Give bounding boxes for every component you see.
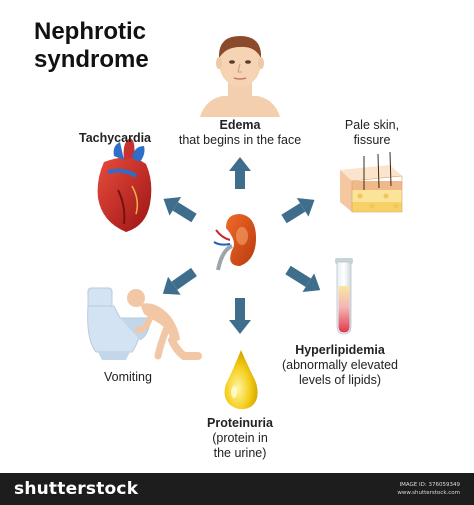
face-icon xyxy=(200,36,280,117)
edema-name: Edema xyxy=(219,118,261,132)
arrow-down xyxy=(229,298,251,334)
proteinuria-detail-1: (protein in xyxy=(212,431,268,445)
proteinuria-label: Proteinuria (protein in the urine) xyxy=(190,416,290,461)
hyperlipidemia-label: Hyperlipidemia (abnormally elevated leve… xyxy=(280,343,400,388)
diagram-canvas: Nephrotic syndrome xyxy=(34,18,412,461)
footer-image-id: IMAGE ID: 376059349 xyxy=(399,482,460,488)
pale-skin-line-2: fissure xyxy=(353,133,391,147)
title-line-2: syndrome xyxy=(34,46,149,73)
vomiting-name: Vomiting xyxy=(104,370,152,384)
arrows xyxy=(162,157,321,334)
arrow-up xyxy=(229,157,251,189)
vomiting-label: Vomiting xyxy=(88,370,168,385)
arrow-up-right xyxy=(281,198,315,224)
arrow-down-left xyxy=(162,267,197,295)
edema-label: Edema that begins in the face xyxy=(170,118,310,148)
test-tube-icon xyxy=(335,258,353,335)
tachycardia-label: Tachycardia xyxy=(60,131,170,146)
skin-layer-icon xyxy=(340,151,403,213)
proteinuria-detail-2: the urine) xyxy=(213,446,267,460)
hyperlipidemia-detail-1: (abnormally elevated xyxy=(281,358,399,372)
vomiting-person-icon xyxy=(87,287,202,360)
footer-brand: shutterstock xyxy=(14,479,139,499)
arrow-down-right xyxy=(285,265,321,293)
stock-footer-bar: shutterstock IMAGE ID: 376059349 www.shu… xyxy=(0,473,474,505)
drop-icon xyxy=(224,350,258,410)
diagram-title: Nephrotic syndrome xyxy=(34,18,149,74)
pale-skin-label: Pale skin, fissure xyxy=(332,118,412,148)
pale-skin-line-1: Pale skin, xyxy=(344,118,400,132)
edema-detail: that begins in the face xyxy=(178,133,302,147)
kidney-icon xyxy=(213,214,256,271)
illustration-layer xyxy=(87,36,403,410)
arrow-up-left xyxy=(163,197,197,223)
proteinuria-name: Proteinuria xyxy=(207,416,273,430)
title-line-1: Nephrotic xyxy=(34,18,147,45)
hyperlipidemia-name: Hyperlipidemia xyxy=(295,343,385,357)
footer-meta: IMAGE ID: 376059349 www.shutterstock.com xyxy=(397,481,460,497)
heart-icon xyxy=(97,138,152,232)
footer-site: www.shutterstock.com xyxy=(397,490,460,496)
hyperlipidemia-detail-2: levels of lipids) xyxy=(299,373,381,387)
tachycardia-name: Tachycardia xyxy=(78,131,152,145)
